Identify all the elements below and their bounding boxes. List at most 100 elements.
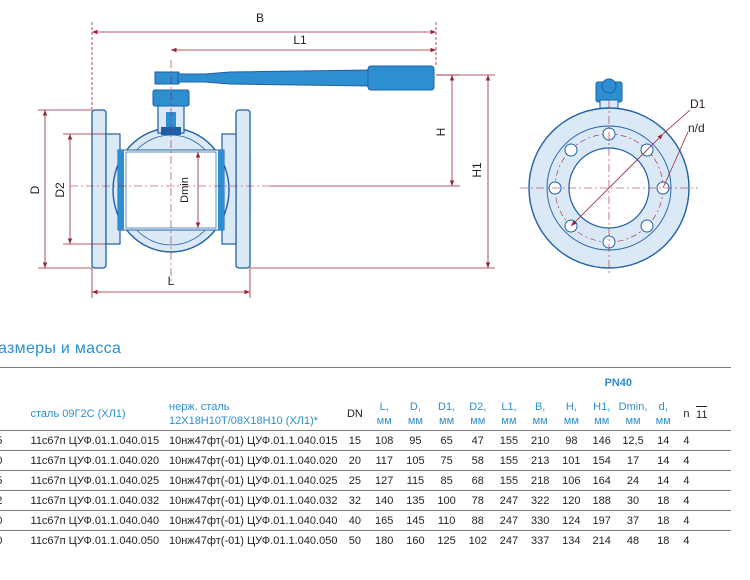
table-cell-h: 124 <box>555 510 587 531</box>
header-steel: сталь 09Г2С (ХЛ1) <box>30 408 126 420</box>
header-dmin: Dmin,мм <box>618 401 648 427</box>
table-cell-dn: 40 <box>341 510 369 531</box>
header-d: D,мм <box>407 401 423 427</box>
dim-label-nd: n/d <box>688 121 705 135</box>
table-cell-empty <box>696 450 731 471</box>
table-cell-d: 14 <box>649 430 677 451</box>
header-h: H,мм <box>563 401 579 427</box>
table-cell-l1: 247 <box>493 510 525 531</box>
header-d-bolt: d,мм <box>655 401 671 427</box>
side-dimensions <box>38 22 495 298</box>
dim-label-b: B <box>256 11 264 25</box>
table-cell-h: 98 <box>555 430 587 451</box>
table-cell-d1: 65 <box>431 430 463 451</box>
table-cell-d2: 88 <box>462 510 494 531</box>
table-row: .01511с67п ЦУФ.01.1.040.01510нж47фт(-01)… <box>0 430 731 451</box>
header-dn: DN <box>346 408 363 420</box>
table-cell-d2: 68 <box>462 470 494 491</box>
right-flange <box>235 109 251 269</box>
table-cell-d: 14 <box>649 470 677 491</box>
valve-side-view <box>70 60 435 285</box>
table-cell-l: 140 <box>368 490 400 511</box>
table-cell-ss-code: 10нж47фт(-01) ЦУФ.01.1.040.020 <box>166 450 342 471</box>
table-cell-d: 145 <box>399 510 432 531</box>
table-cell-d1: 125 <box>431 530 463 550</box>
header-h1: H1,мм <box>593 401 611 427</box>
dim-label-d: D <box>28 185 42 194</box>
table-cell-n: 4 <box>676 490 697 511</box>
table-cell-dmin: 48 <box>616 530 650 550</box>
table-cell-prefix: .040 <box>0 510 28 531</box>
table-cell-l1: 247 <box>493 490 525 511</box>
dim-label-l: L <box>168 274 175 288</box>
table-cell-d2: 47 <box>462 430 494 451</box>
table-cell-code: 11с67п ЦУФ.01.1.040.015 <box>27 430 166 451</box>
table-row: .02011с67п ЦУФ.01.1.040.02010нж47фт(-01)… <box>0 450 731 471</box>
header-d2: D2,мм <box>469 401 487 427</box>
table-cell-empty <box>696 430 731 451</box>
header-l1: L1,мм <box>501 401 517 427</box>
table-cell-d: 105 <box>399 450 432 471</box>
table-cell-dn: 50 <box>341 530 369 550</box>
table-cell-ss-code: 10нж47фт(-01) ЦУФ.01.1.040.050 <box>166 530 342 550</box>
table-cell-ss-code: 10нж47фт(-01) ЦУФ.01.1.040.040 <box>166 510 342 531</box>
table-row: .04011с67п ЦУФ.01.1.040.04010нж47фт(-01)… <box>0 510 731 531</box>
table-cell-d: 95 <box>399 430 432 451</box>
table-header-row-1: PN40 <box>0 367 731 398</box>
header-b: B,мм <box>532 401 548 427</box>
table-cell-n: 4 <box>676 450 697 471</box>
table-cell-l: 127 <box>368 470 400 491</box>
table-cell-n: 4 <box>676 510 697 531</box>
table-cell-dn: 15 <box>341 430 369 451</box>
table-cell-h: 134 <box>555 530 587 550</box>
table-cell-dmin: 30 <box>616 490 650 511</box>
dim-label-dmin: Dmin <box>179 177 191 203</box>
table-cell-dmin: 12,5 <box>616 430 650 451</box>
table-cell-n: 4 <box>676 530 697 550</box>
table-cell-d: 18 <box>649 510 677 531</box>
table-cell-code: 11с67п ЦУФ.01.1.040.040 <box>27 510 166 531</box>
table-cell-d2: 58 <box>462 450 494 471</box>
table-cell-h: 120 <box>555 490 587 511</box>
table-cell-d: 160 <box>399 530 432 550</box>
table-cell-empty <box>696 510 731 531</box>
table-cell-prefix: .020 <box>0 450 28 471</box>
table-cell-b: 210 <box>524 430 556 451</box>
table-cell-l: 180 <box>368 530 400 550</box>
valve-end-view: D1 n/d <box>520 78 706 275</box>
table-cell-prefix: .050 <box>0 530 28 550</box>
table-cell-l1: 155 <box>493 430 525 451</box>
table-cell-b: 213 <box>524 450 556 471</box>
table-cell-d2: 102 <box>462 530 494 550</box>
table-cell-dmin: 24 <box>616 470 650 491</box>
table-cell-d1: 110 <box>431 510 463 531</box>
table-cell-ss-code: 10нж47фт(-01) ЦУФ.01.1.040.015 <box>166 430 342 451</box>
pressure-label: PN40 <box>586 367 650 398</box>
dim-label-l1: L1 <box>293 33 307 47</box>
table-cell-h1: 154 <box>586 450 617 471</box>
table-cell-d: 115 <box>399 470 432 491</box>
table-cell-h: 106 <box>555 470 587 491</box>
table-cell-l: 108 <box>368 430 400 451</box>
table-row: .02511с67п ЦУФ.01.1.040.02510нж47фт(-01)… <box>0 470 731 491</box>
table-cell-dmin: 37 <box>616 510 650 531</box>
table-cell-d1: 85 <box>431 470 463 491</box>
table-cell-d: 14 <box>649 450 677 471</box>
table-cell-d: 18 <box>649 530 677 550</box>
table-cell-code: 11с67п ЦУФ.01.1.040.020 <box>27 450 166 471</box>
table-cell-code: 11с67п ЦУФ.01.1.040.032 <box>27 490 166 511</box>
table-cell-h1: 146 <box>586 430 617 451</box>
table-cell-code: 11с67п ЦУФ.01.1.040.050 <box>27 530 166 550</box>
table-cell-l: 165 <box>368 510 400 531</box>
table-cell-l1: 155 <box>493 470 525 491</box>
header-d1: D1,мм <box>438 401 456 427</box>
table-cell-b: 330 <box>524 510 556 531</box>
table-cell-prefix: .025 <box>0 470 28 491</box>
table-cell-empty <box>696 490 731 511</box>
table-cell-d2: 78 <box>462 490 494 511</box>
table-cell-b: 218 <box>524 470 556 491</box>
table-cell-dn: 25 <box>341 470 369 491</box>
